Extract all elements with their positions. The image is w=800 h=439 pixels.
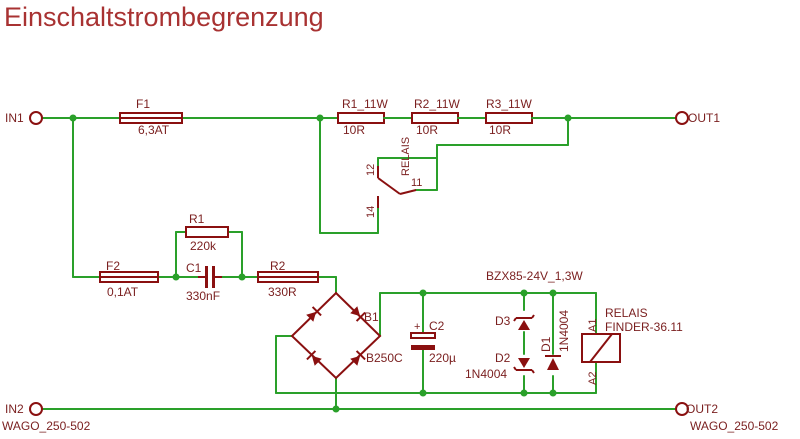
resistor-r2-11w-name: R2_11W <box>414 97 460 111</box>
bridge-rectifier-b1-value: B250C <box>366 351 403 365</box>
resistor-r1-value: 220k <box>190 239 217 253</box>
connector-in2-label: IN2 <box>5 402 24 416</box>
diagram-title: Einschaltstrombegrenzung <box>4 2 324 32</box>
zener-label: BZX85-24V_1,3W <box>486 269 583 283</box>
resistor-r2-11w: R2_11W 10R <box>411 97 460 137</box>
capacitor-c2: + C2 220µ <box>410 319 456 365</box>
connector-in1: IN1 <box>5 111 43 125</box>
bridge-rectifier-b1-name: B1 <box>364 310 379 324</box>
fuse-f1-value: 6,3AT <box>138 123 170 137</box>
zener-diode-d2-value: 1N4004 <box>465 367 507 381</box>
relay-contact-name: RELAIS <box>400 137 412 176</box>
resistor-r2-name: R2 <box>270 259 286 273</box>
capacitor-c2-name: C2 <box>429 319 445 333</box>
resistor-r2-11w-value: 10R <box>416 123 438 137</box>
fuse-f2-name: F2 <box>106 259 120 273</box>
relay-coil: A1 A2 RELAIS FINDER-36.11 <box>581 306 683 385</box>
resistor-r1: R1 220k <box>185 212 229 253</box>
fuse-f2: F2 0,1AT <box>99 259 159 299</box>
resistor-r1-11w-value: 10R <box>343 123 365 137</box>
zener-diode-d2: D2 1N4004 <box>465 351 535 381</box>
relay-coil-name: RELAIS <box>605 306 648 320</box>
resistor-r3-11w: R3_11W 10R <box>485 97 533 137</box>
capacitor-c1-value: 330nF <box>186 289 220 303</box>
connector-out1-label: OUT1 <box>688 111 720 125</box>
connector-out1: OUT1 <box>675 111 720 125</box>
relay-coil-value: FINDER-36.11 <box>605 320 683 334</box>
fuse-f2-value: 0,1AT <box>107 285 139 299</box>
relay-contact: RELAIS 12 11 14 <box>365 137 422 218</box>
relay-contact-pin11: 11 <box>411 177 422 189</box>
relay-contact-pin14: 14 <box>365 206 377 218</box>
relay-contact-pin12: 12 <box>365 164 377 176</box>
resistor-r2-value: 330R <box>268 285 297 299</box>
bridge-rectifier-b1: B1 B250C <box>290 291 403 380</box>
resistor-r1-11w-name: R1_11W <box>342 97 388 111</box>
junction-dots <box>69 114 572 413</box>
resistor-r2: R2 330R <box>257 259 319 299</box>
capacitor-c2-value: 220µ <box>429 351 456 365</box>
wires <box>41 117 677 410</box>
diode-d1: D1 1N4004 <box>539 310 571 370</box>
fuse-f1: F1 6,3AT <box>119 97 183 137</box>
capacitor-c1: C1 330nF <box>186 261 222 303</box>
diode-d1-name: D1 <box>539 336 553 352</box>
connector-out2-label: OUT2 <box>686 402 718 416</box>
resistor-r1-11w: R1_11W 10R <box>327 97 388 137</box>
svg-text:+: + <box>414 321 420 333</box>
connector-in2-type: WAGO_250-502 <box>2 419 91 433</box>
connector-in2: IN2 WAGO_250-502 <box>2 402 91 433</box>
fuse-f1-name: F1 <box>136 97 150 111</box>
resistor-r1-name: R1 <box>189 212 205 226</box>
resistor-r3-11w-name: R3_11W <box>486 97 532 111</box>
capacitor-c1-name: C1 <box>186 261 202 275</box>
relay-coil-pin-a1: A1 <box>587 319 599 332</box>
resistor-r3-11w-value: 10R <box>489 123 511 137</box>
connector-out2-type: WAGO_250-502 <box>690 419 779 433</box>
connector-out2: OUT2 WAGO_250-502 <box>675 402 779 433</box>
relay-coil-pin-a2: A2 <box>587 372 599 385</box>
diode-d1-value: 1N4004 <box>557 310 571 352</box>
zener-diode-d3: D3 <box>495 314 535 330</box>
connector-in1-label: IN1 <box>5 111 24 125</box>
zener-diode-d2-name: D2 <box>495 351 511 365</box>
zener-diode-d3-name: D3 <box>495 314 511 328</box>
